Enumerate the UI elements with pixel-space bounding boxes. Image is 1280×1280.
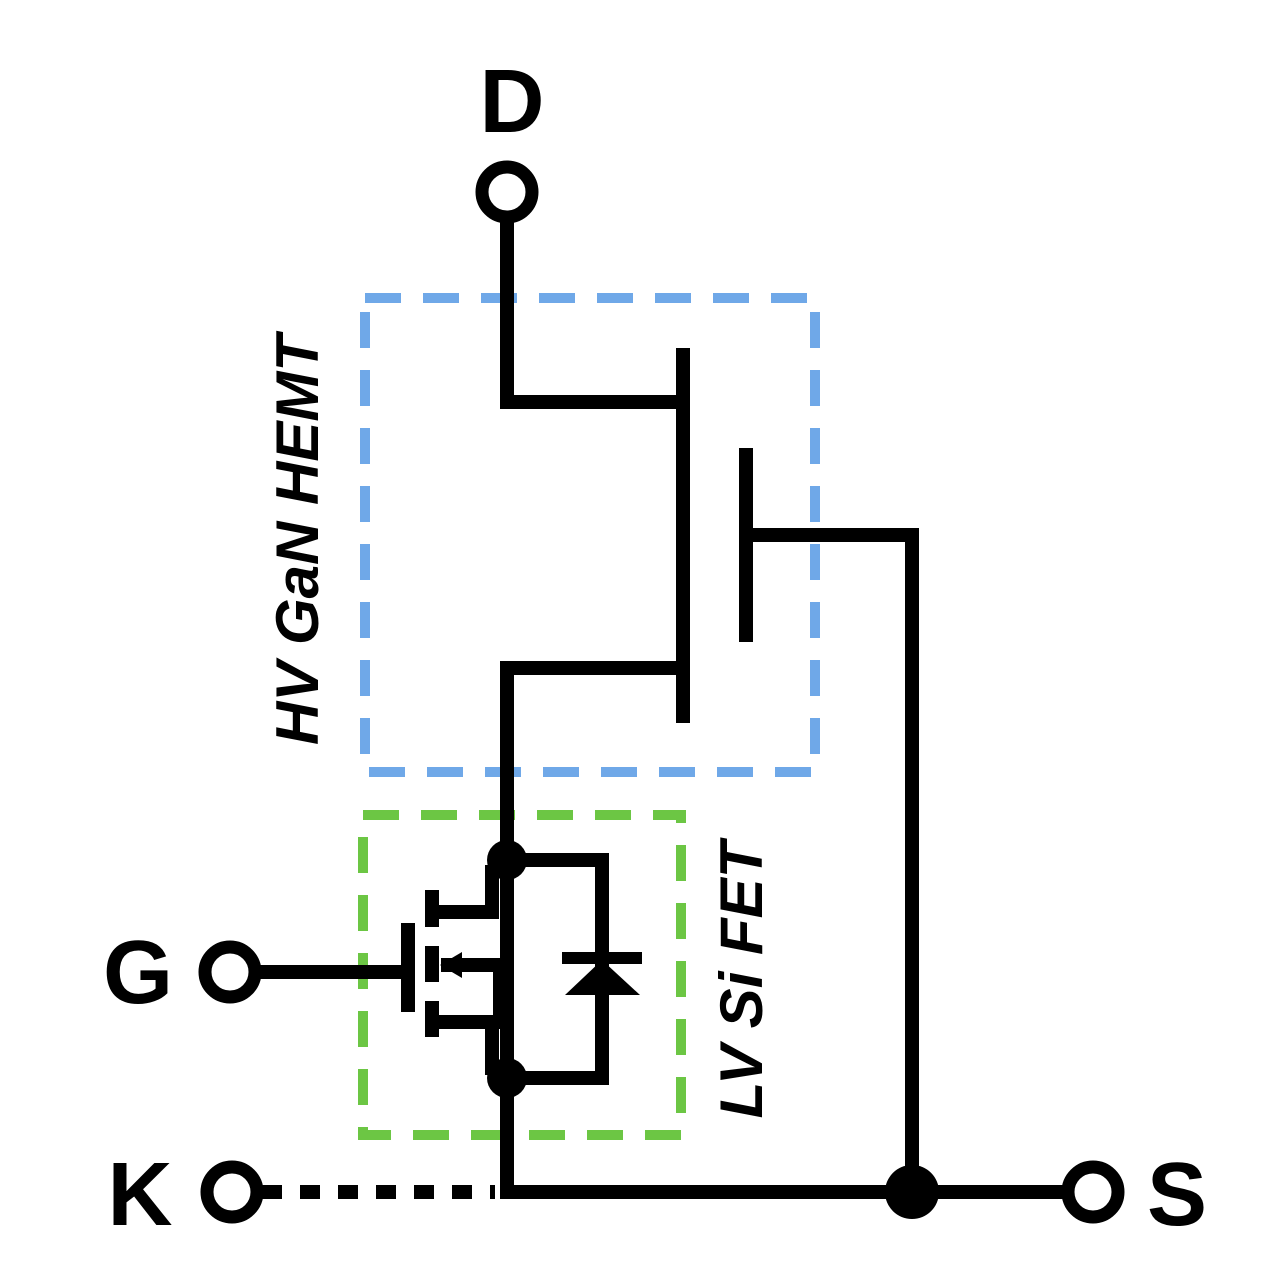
hemt-group-label: HV GaN HEMT (264, 331, 331, 745)
hemt-gate-wire (739, 528, 919, 1199)
fet-drain-lead (425, 865, 499, 919)
fet-source-lead (425, 1015, 499, 1075)
body-diode-triangle (565, 960, 640, 995)
drain-label: D (480, 52, 545, 152)
fet-group-label: LV Si FET (708, 837, 775, 1118)
gate-terminal[interactable] (198, 940, 262, 1004)
drain-wire (500, 215, 690, 409)
fet-body-lead (441, 958, 507, 1029)
kelvin-label: K (108, 1145, 173, 1245)
drain-terminal[interactable] (475, 160, 539, 224)
diode-loop (500, 853, 609, 1085)
gate-label: G (103, 923, 173, 1023)
rail-junction-dot (885, 1165, 939, 1219)
source-terminal[interactable] (1061, 1160, 1125, 1224)
source-label: S (1147, 1145, 1207, 1245)
kelvin-terminal[interactable] (200, 1160, 264, 1224)
source-junction-dot (487, 1058, 527, 1098)
midpoint-wire (500, 661, 690, 867)
fet-arrow (440, 952, 462, 978)
drain-junction-dot (487, 840, 527, 880)
